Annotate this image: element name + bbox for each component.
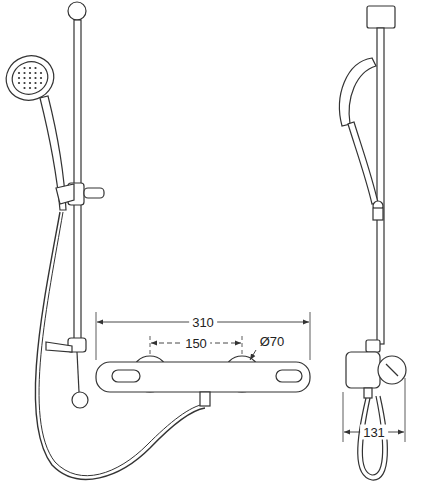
dimension-label: 131 (360, 425, 388, 440)
dimension-label: 150 (182, 336, 210, 351)
dimension-label: Ø70 (257, 334, 288, 349)
dimension-label: 310 (189, 315, 217, 330)
